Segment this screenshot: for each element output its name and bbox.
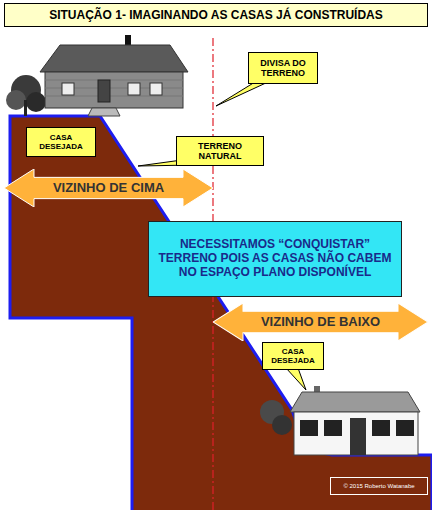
callout-tail xyxy=(286,368,306,390)
node-text: NECESSITAMOS “CONQUISTAR” TERRENO POIS A… xyxy=(157,238,393,279)
info-box: NECESSITAMOS “CONQUISTAR” TERRENO POIS A… xyxy=(148,221,402,297)
callout-box: DIVISA DO TERRENO xyxy=(248,52,318,84)
callout-box: TERRENO NATURAL xyxy=(176,136,264,166)
lower-house xyxy=(290,386,420,455)
copyright-box: © 2015 Roberto Watanabe xyxy=(330,477,428,495)
node-text: CASA DESEJADA xyxy=(30,133,92,151)
node-text: DIVISA DO TERRENO xyxy=(252,58,314,79)
callout-tail xyxy=(216,82,268,106)
node-text: CASA DESEJADA xyxy=(266,347,320,365)
double-arrow: VIZINHO DE CIMA xyxy=(4,169,213,207)
callout-box: CASA DESEJADA xyxy=(26,127,96,157)
upper-house xyxy=(40,35,188,116)
double-arrow: VIZINHO DE BAIXO xyxy=(213,303,428,341)
node-text: VIZINHO DE CIMA xyxy=(53,181,164,196)
node-text: VIZINHO DE BAIXO xyxy=(261,315,380,330)
tree xyxy=(260,400,292,435)
callout-box: CASA DESEJADA xyxy=(262,342,324,370)
terrain xyxy=(10,116,432,510)
node-text: © 2015 Roberto Watanabe xyxy=(343,483,414,490)
tree xyxy=(6,75,46,116)
node-text: TERRENO NATURAL xyxy=(180,141,260,162)
title-box: SITUAÇÃO 1- IMAGINANDO AS CASAS JÁ CONST… xyxy=(4,3,428,27)
